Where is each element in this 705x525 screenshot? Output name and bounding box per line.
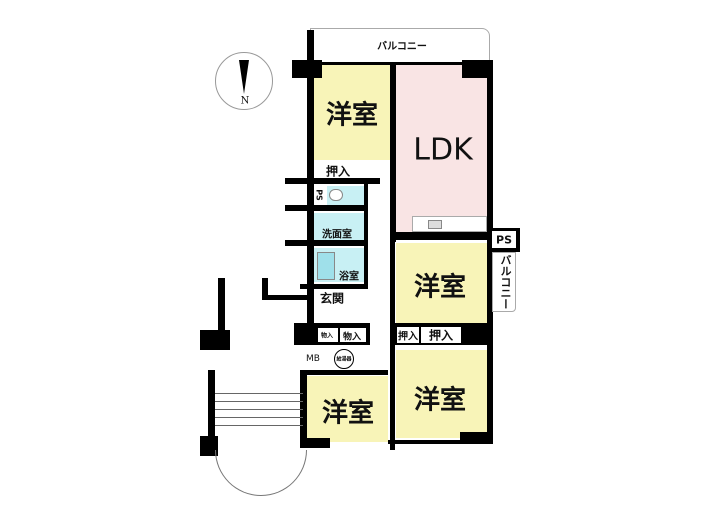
western-room-1: [314, 64, 390, 160]
western-room-2-label: 洋室: [413, 272, 467, 303]
water-heater: [334, 349, 354, 369]
western-room-4: [307, 376, 388, 442]
storage-small: [318, 328, 338, 342]
closet-3-label: 押入: [428, 328, 454, 343]
balcony-top-label: バルコニー: [377, 41, 427, 53]
bathroom-label: 浴室: [339, 271, 359, 283]
ps-1: [314, 184, 326, 205]
balcony-right: [492, 252, 516, 312]
western-room-1-label: 洋室: [325, 100, 379, 131]
ldk-label: LDK: [413, 132, 473, 168]
mb-label: MB: [306, 354, 320, 364]
compass-icon: N: [215, 52, 273, 110]
western-room-3-label: 洋室: [413, 385, 467, 416]
balcony-right-label: バルコニー: [499, 254, 512, 310]
ps-2-label: PS: [496, 233, 512, 247]
toilet-icon: [329, 189, 343, 201]
washroom: [314, 213, 364, 240]
storage: [340, 328, 366, 342]
kitchen-counter: [412, 216, 487, 232]
ps-2: [492, 231, 516, 248]
western-room-2: [396, 243, 487, 323]
water-heater-label: 給湯器: [336, 356, 352, 363]
closet-3: [421, 327, 461, 343]
entrance-label: 玄関: [319, 291, 345, 306]
closet-1: [314, 163, 362, 178]
washroom-label: 洗面室: [322, 229, 352, 241]
closet-2-label: 押入: [398, 331, 418, 343]
western-room-4-label: 洋室: [321, 398, 375, 429]
storage-small-label: 物入: [320, 332, 334, 340]
ldk-room: [395, 64, 487, 232]
closet-1-label: 押入: [325, 164, 351, 179]
ps-1-label: PS: [314, 189, 324, 201]
closet-2: [397, 327, 419, 343]
sink-icon: [428, 220, 442, 229]
storage-label: 物入: [342, 332, 362, 343]
compass-north-label: N: [240, 95, 250, 107]
bathtub-icon: [317, 252, 335, 280]
western-room-3: [396, 350, 487, 438]
stairwell-landing: [215, 450, 307, 496]
